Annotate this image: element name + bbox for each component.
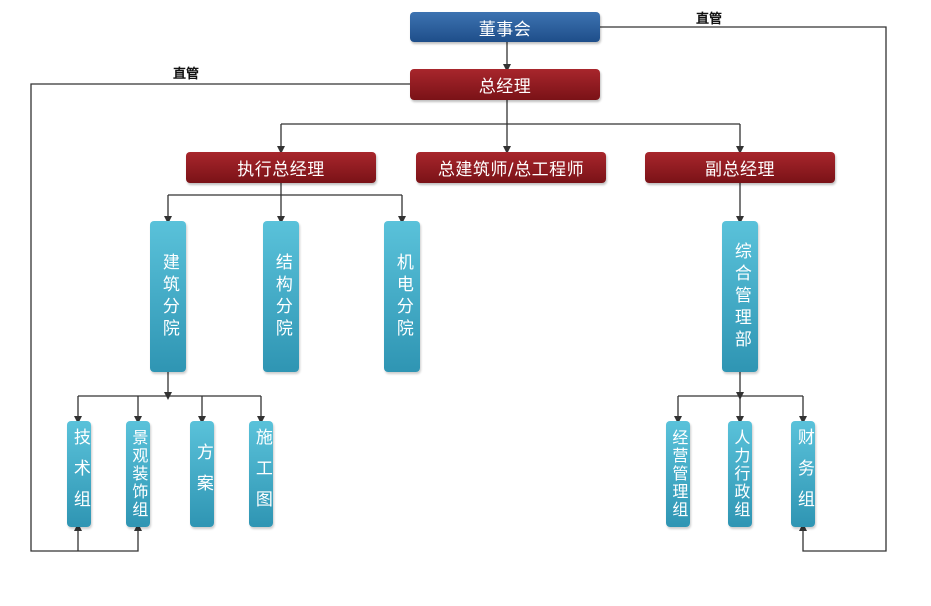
landscape-group-node: 景观装饰组	[126, 421, 150, 527]
mep-branch-node: 机电分院	[384, 221, 420, 372]
general-manager-node: 总经理	[410, 69, 600, 100]
direct-management-label-right: 直管	[696, 12, 723, 27]
executive-gm-node: 执行总经理	[186, 152, 376, 183]
architecture-branch-node: 建筑分院	[150, 221, 186, 372]
board-node: 董事会	[410, 12, 600, 42]
admin-dept-node: 综合管理部	[722, 221, 758, 372]
deputy-gm-node: 副总经理	[645, 152, 835, 183]
construction-drawing-group-node: 施工图	[249, 421, 273, 527]
hr-admin-group-node: 人力行政组	[728, 421, 752, 527]
scheme-group-node: 方案	[190, 421, 214, 527]
structure-branch-node: 结构分院	[263, 221, 299, 372]
tech-group-node: 技术组	[67, 421, 91, 527]
business-mgmt-group-node: 经营管理组	[666, 421, 690, 527]
finance-group-node: 财务组	[791, 421, 815, 527]
direct-management-label-left: 直管	[173, 67, 200, 82]
chief-architect-node: 总建筑师/总工程师	[416, 152, 606, 183]
